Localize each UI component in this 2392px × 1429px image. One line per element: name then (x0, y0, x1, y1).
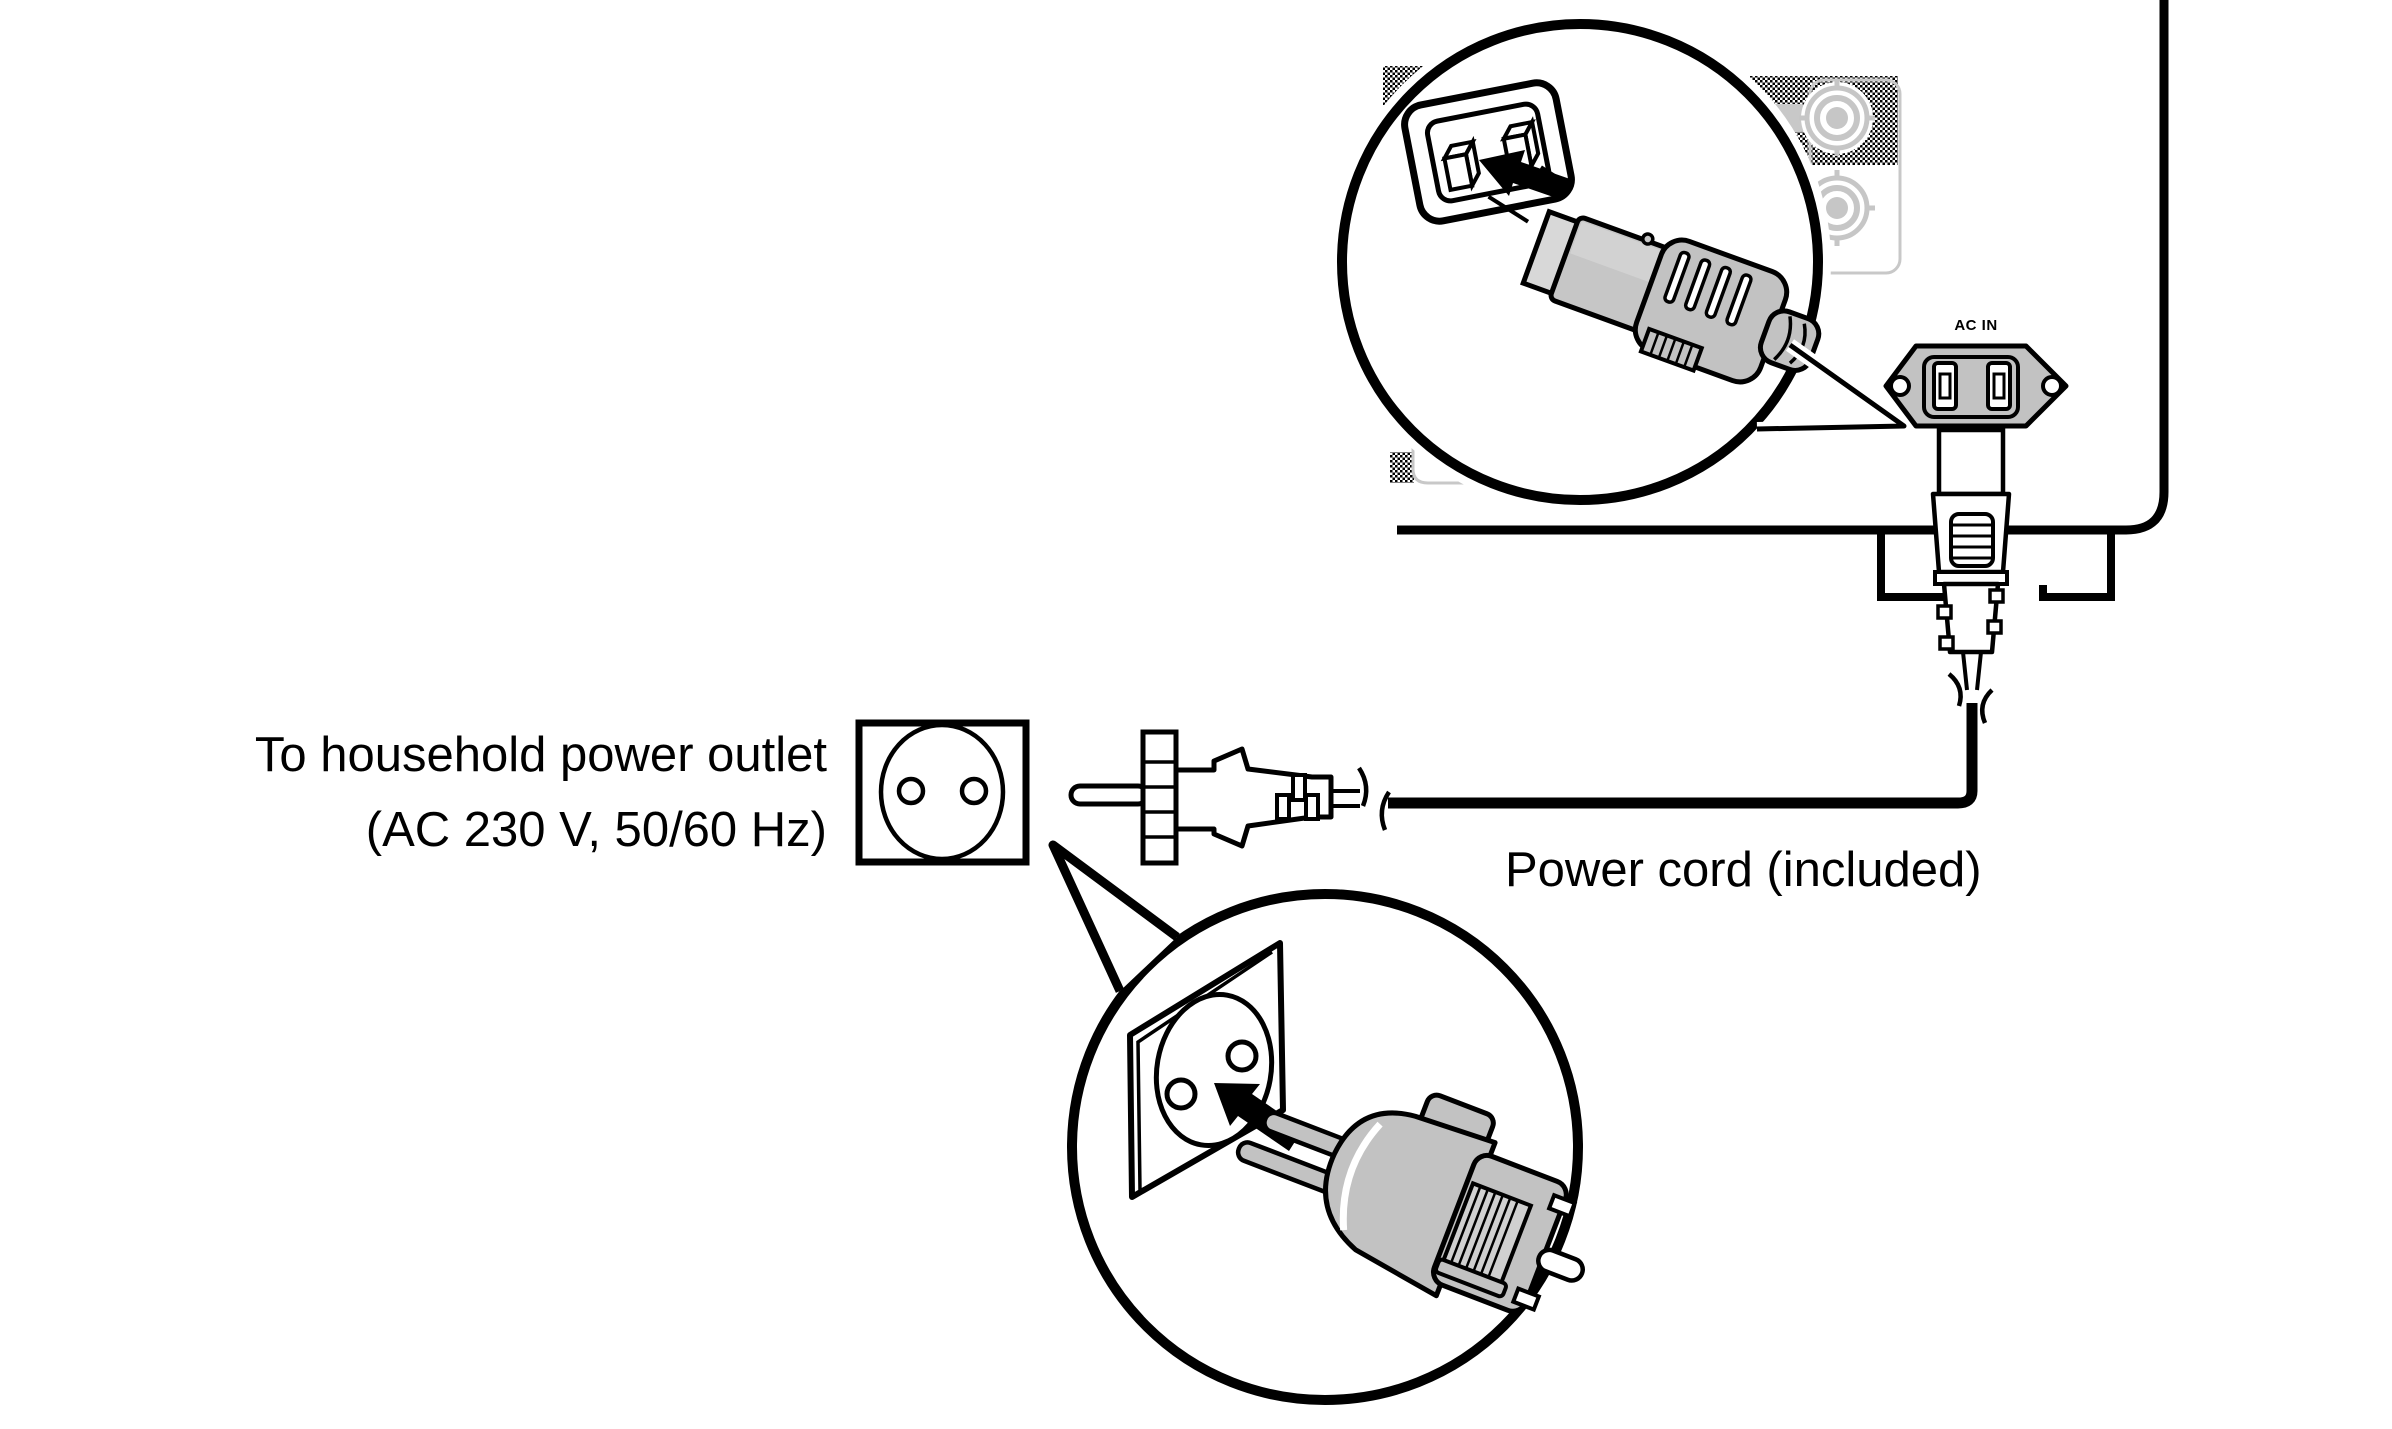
outlet-hole-right (959, 776, 989, 806)
zoomed-power-plug (1520, 208, 1822, 385)
boot-ring (1773, 316, 1793, 361)
rca-tick (1834, 237, 1840, 246)
panel-terminal-outline-2 (1411, 392, 1520, 485)
rca-tick (1866, 205, 1875, 211)
bell-highlight (1339, 1121, 1383, 1231)
outlet-hole-left (1164, 1077, 1198, 1111)
plug-pin (1068, 783, 1150, 807)
ac-in-label: AC IN (1954, 317, 1997, 334)
plug-screw-dot (1641, 232, 1655, 246)
plug-body (1173, 746, 1334, 849)
grip-slot (1683, 258, 1712, 312)
power-cord-line (1388, 703, 1978, 809)
prong-front-face (1442, 151, 1475, 193)
cord-break-mark (1379, 790, 1391, 831)
rca-tick (1799, 115, 1808, 121)
plug-slot (1275, 793, 1291, 821)
connector-grip-ribs (1951, 523, 1993, 560)
plug-notch (1546, 1192, 1578, 1219)
wall-plate-edge (1136, 950, 1273, 1191)
household-outlet-label-line1: To household power outlet (255, 728, 827, 782)
callout-tail-lines (1048, 840, 1180, 993)
cord-exit (1536, 1247, 1585, 1283)
mains-plug-side-view (1068, 729, 1391, 866)
rca-jack-top (1799, 80, 1875, 156)
rca-jack-center (1826, 107, 1848, 129)
strain-notch (1938, 635, 1955, 651)
outlet-hole-left (896, 776, 926, 806)
inlet-screw-left (1889, 375, 1911, 397)
connector-strain-relief (1941, 581, 2001, 655)
wall-outlet-zoom-callout (1048, 840, 1591, 1413)
rca-tick (1834, 80, 1840, 89)
halftone-area-bottom-left (1390, 452, 1414, 483)
zoomed-mains-plug (1235, 1092, 1585, 1314)
inlet-screw-right (2041, 375, 2063, 397)
leader-lines (1756, 342, 1907, 432)
strain-notch (1988, 588, 2005, 604)
grip-ribs (1449, 1185, 1519, 1280)
ac-inlet-on-panel: AC IN (1883, 317, 2069, 429)
plug-notch (1510, 1286, 1542, 1313)
panel-foot-right (2039, 534, 2115, 601)
rca-jack-center (1826, 197, 1848, 219)
latch-ribs (1649, 331, 1694, 368)
power-cord-label: Power cord (included) (1505, 843, 1982, 897)
plug-latch (1638, 326, 1705, 374)
rca-tick (1866, 115, 1875, 121)
outlet-recess (878, 722, 1006, 862)
cord-break-mark (1979, 688, 1994, 724)
inlet-prong-left (1440, 135, 1481, 193)
thin-cord (1961, 651, 1983, 691)
cord-break-mark (1947, 672, 1963, 707)
strain-notch (1936, 604, 1953, 620)
plug-slot (1291, 773, 1307, 802)
thin-cord (1331, 789, 1360, 808)
callout-tail-fill (1053, 845, 1177, 991)
cord-connector (1930, 427, 2012, 724)
inlet-shade-line (1487, 195, 1530, 224)
strain-notch (1986, 619, 2003, 635)
connector-neck (1936, 427, 2006, 497)
inlet-pin-right (1992, 372, 2006, 400)
panel-edge-outline (1397, 0, 2169, 535)
grip-slot (1663, 250, 1691, 304)
outlet-hole-right (1225, 1039, 1259, 1073)
insert-arrow-top (1479, 150, 1570, 200)
ac-inlet-zoom-callout (1329, 11, 1926, 513)
rca-tick (1834, 147, 1840, 156)
inlet-pin-left (1938, 372, 1952, 400)
cord-break-mark (1357, 766, 1369, 807)
grip-slot (1704, 265, 1733, 319)
grip-lip (1434, 1257, 1508, 1299)
household-outlet-label-line2: (AC 230 V, 50/60 Hz) (366, 803, 827, 857)
power-cord (1388, 427, 2012, 809)
plug-slot (1304, 793, 1320, 821)
flange-segments (1143, 760, 1176, 839)
plug-flange (1140, 729, 1179, 866)
plug-top-highlight (1570, 221, 1669, 285)
connector-grip (1949, 512, 1995, 568)
rca-jack-inner-ring (1814, 95, 1860, 141)
grip-slot (1725, 273, 1753, 327)
rca-tick (1834, 170, 1840, 179)
household-outlet-symbol (855, 719, 1030, 866)
boot-ring (1788, 323, 1807, 365)
